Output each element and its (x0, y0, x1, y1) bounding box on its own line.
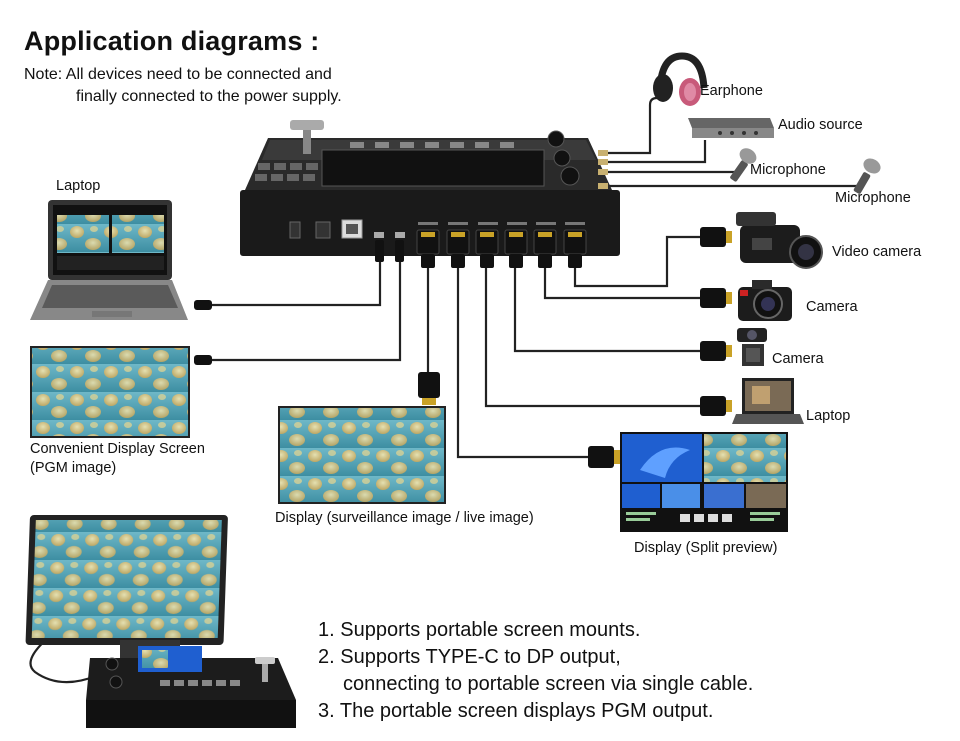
camera-icon-2 (737, 328, 767, 366)
laptop-left-icon (30, 200, 188, 320)
video-camera-icon (736, 212, 823, 269)
cable-laptop-right (484, 268, 700, 408)
feature-item-2: 2. Supports TYPE-C to DP output, (318, 646, 621, 668)
note-line-1: Note: All devices need to be connected a… (24, 66, 332, 83)
feature-item-3: 3. The portable screen displays PGM outp… (318, 700, 714, 722)
hdmi-plugs-right (418, 227, 726, 468)
label-camera-1: Camera (806, 299, 858, 315)
page-title: Application diagrams : (24, 26, 320, 56)
earphone-icon (653, 52, 708, 106)
cable-convenient-screen (210, 262, 402, 362)
label-laptop-left: Laptop (56, 178, 101, 194)
label-video-camera: Video camera (832, 244, 922, 260)
cable-earphone (605, 96, 662, 155)
label-convenient-line-1: Convenient Display Screen (30, 441, 205, 457)
microphone-icon-1 (730, 148, 757, 182)
label-earphone: Earphone (700, 83, 763, 99)
label-audio-source: Audio source (778, 117, 863, 133)
cable-audio-source (605, 140, 707, 164)
cable-camera-2 (513, 268, 700, 353)
label-laptop-right: Laptop (806, 408, 851, 424)
cable-video-camera (573, 235, 700, 288)
label-convenient-line-2: (PGM image) (30, 460, 117, 476)
feature-item-2-cont: connecting to portable screen via single… (343, 673, 754, 695)
label-camera-2: Camera (772, 351, 824, 367)
cable-camera-1 (543, 268, 700, 300)
cable-laptop-left (210, 262, 382, 307)
display-split-icon (620, 432, 788, 532)
cable-display-split (456, 268, 590, 459)
note: Note: All devices need to be connected a… (24, 64, 342, 108)
portable-screen-icon (25, 515, 296, 728)
cables (29, 96, 860, 684)
laptop-right-icon (732, 378, 804, 424)
audio-source-icon (688, 118, 774, 138)
convenient-display-icon (30, 346, 190, 438)
note-line-2: finally connected to the power supply. (76, 88, 342, 105)
hdmi-plugs-device (375, 229, 587, 268)
label-microphone-1: Microphone (750, 162, 826, 178)
microphone-icon-2 (853, 158, 881, 194)
label-convenient-display: Convenient Display Screen (PGM image) (30, 440, 205, 478)
label-display-live: Display (surveillance image / live image… (275, 510, 534, 526)
feature-list: 1. Supports portable screen mounts. 2. S… (318, 617, 753, 725)
cable-portable (29, 631, 97, 684)
label-microphone-2: Microphone (835, 190, 911, 206)
display-live-icon (278, 406, 446, 504)
camera-icon-1 (738, 280, 792, 321)
feature-item-1: 1. Supports portable screen mounts. (318, 619, 641, 641)
label-display-split: Display (Split preview) (634, 540, 778, 556)
